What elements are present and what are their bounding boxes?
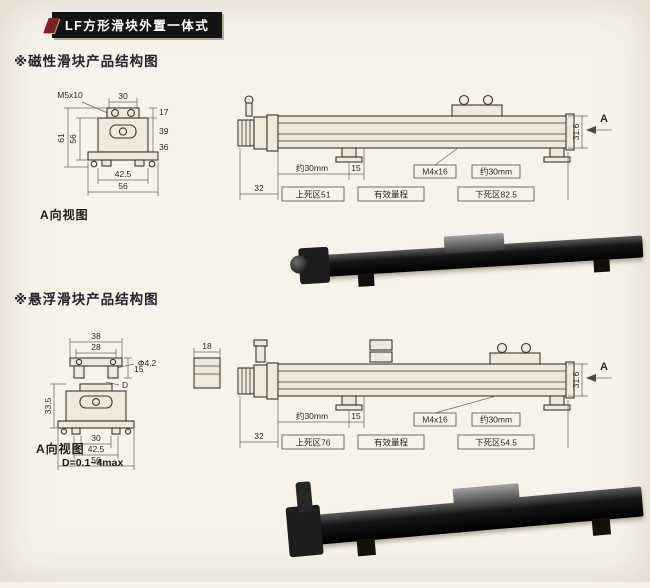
dim-height: 31.6	[571, 371, 581, 388]
dead-zone-lower: 下死区82.5	[475, 190, 517, 200]
section2-cross-section-drawing: 38 28 Φ4.2 18 15 D 33.5 30 42.5 56	[43, 331, 221, 470]
dim-bolt-span: 42.5	[115, 169, 132, 179]
dim-left-approx: 约30mm	[296, 411, 328, 421]
dim-bot-b: 42.5	[88, 444, 105, 454]
thread-callout: M5x10	[57, 90, 83, 100]
dim-top-width: 30	[118, 91, 128, 101]
section-mark: A	[600, 113, 608, 125]
dim-left-gap: 15	[351, 411, 361, 421]
left-connector	[237, 339, 279, 400]
dim-height: 31.6	[571, 123, 581, 140]
dead-zone-lower: 下死区54.5	[475, 438, 517, 448]
rail-body	[277, 361, 575, 399]
effective-travel: 有效量程	[374, 190, 409, 200]
dimension-lines	[239, 363, 612, 450]
page-title: LF方形滑块外置一体式	[52, 12, 223, 38]
callout-boxes	[369, 339, 393, 363]
dim-body-height: 56	[68, 134, 78, 144]
gap-label: D	[122, 380, 128, 390]
dim-total-height: 61	[56, 133, 66, 143]
dim-left-offset: 32	[254, 183, 264, 193]
slider-block	[489, 342, 541, 365]
dim-right-a: 17	[159, 107, 169, 117]
hole-callout: Φ4.2	[138, 358, 157, 368]
dim-side: 15	[134, 364, 144, 374]
dim-base-width: 56	[118, 181, 128, 191]
dim-left-approx: 约30mm	[296, 163, 328, 173]
dim-left-offset: 32	[254, 431, 264, 441]
dimension-lines	[239, 115, 612, 202]
mounting-feet	[335, 395, 571, 411]
dim-block-width: 18	[202, 341, 212, 351]
dead-zone-upper: 上死区51	[296, 190, 331, 200]
mounting-foot	[593, 258, 611, 273]
section2-product-photo	[279, 446, 649, 587]
section1-title: ※磁性滑块产品结构图	[14, 54, 159, 69]
floating-bracket	[69, 357, 123, 379]
screw-callout: M4x16	[422, 415, 448, 425]
section2-side-view-drawing: 31.6 A 约30mm 15 M4x16 约30mm 32 上死区76 有效量…	[237, 339, 612, 450]
dim-right-approx: 约30mm	[480, 415, 512, 425]
title-banner: LF方形滑块外置一体式	[43, 12, 223, 38]
dim-bot-a: 30	[91, 433, 101, 443]
section2-title: ※悬浮滑块产品结构图	[14, 292, 159, 307]
profile-shape	[57, 383, 135, 435]
dim-left-gap: 15	[351, 163, 361, 173]
dim-right-c: 36	[159, 142, 169, 152]
screw-callout: M4x16	[422, 167, 448, 177]
dim-top-a: 38	[91, 331, 101, 341]
dim-right-approx: 约30mm	[480, 167, 512, 177]
section1-cross-section-drawing: M5x10 30 61 56 17 39 36 42.5 56	[56, 90, 169, 196]
mounting-foot	[357, 272, 375, 287]
rail-body	[277, 113, 575, 151]
side-block	[193, 357, 221, 389]
sensor-connector	[295, 481, 313, 513]
mounting-foot	[591, 517, 612, 536]
dim-left-height: 33.5	[43, 397, 53, 414]
dimension-lines	[50, 338, 221, 470]
section1-view-label: A向视图	[40, 208, 89, 222]
section1-side-view-drawing: 31.6 A 约30mm 15 M4x16 约30mm 32 上死区51 有效量…	[237, 94, 612, 202]
slider-block	[451, 94, 503, 117]
dim-bot-c: 56	[91, 455, 101, 465]
section1-product-photo	[289, 209, 647, 304]
dim-right-b: 39	[159, 126, 169, 136]
section2-view-label: A向视图	[36, 442, 85, 456]
mounting-feet	[335, 147, 571, 163]
dim-top-b: 28	[91, 342, 101, 352]
sensor-end-cap	[285, 504, 324, 558]
dead-zone-upper: 上死区76	[296, 438, 331, 448]
profile-shape	[87, 107, 159, 168]
float-gap-note: D=0.1~4max	[62, 457, 124, 469]
left-connector	[237, 95, 279, 152]
section-mark: A	[600, 361, 608, 373]
mounting-foot	[356, 537, 376, 557]
effective-travel: 有效量程	[374, 438, 409, 448]
